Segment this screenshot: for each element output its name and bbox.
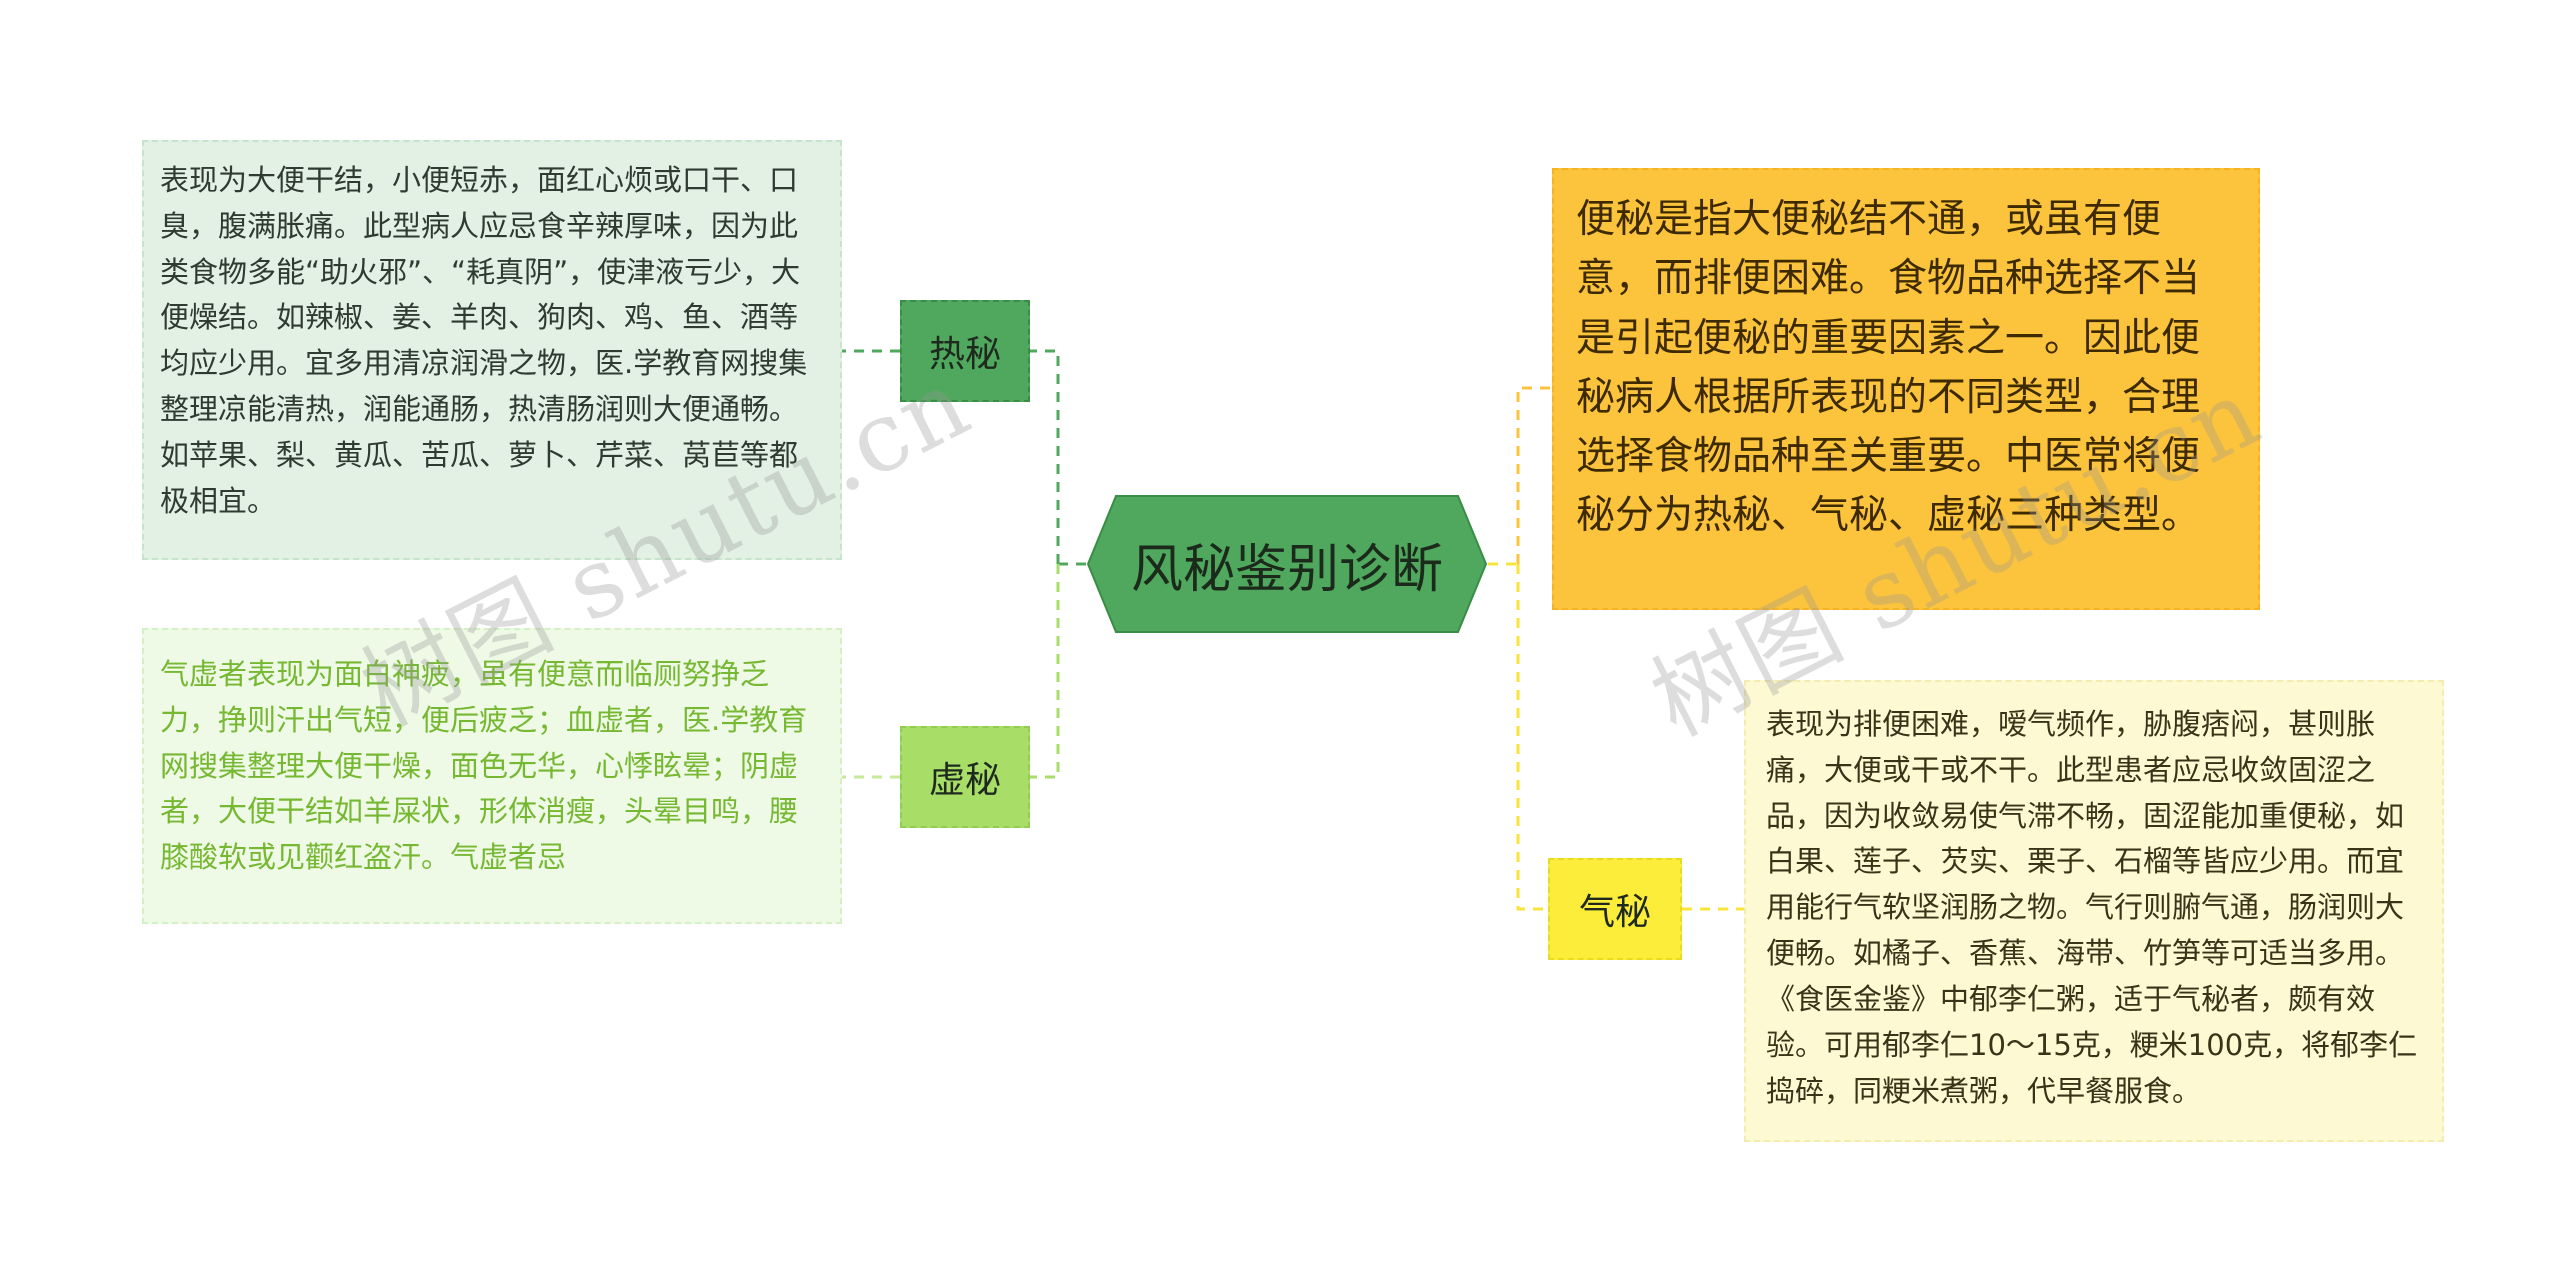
central-topic[interactable]: 风秘鉴别诊断 — [1086, 494, 1488, 634]
branch-qi-detail[interactable]: 表现为排便困难，嗳气频作，胁腹痞闷，甚则胀痛，大便或干或不干。此型患者应忌收敛固… — [1744, 680, 2444, 1142]
branch-reqi-label[interactable]: 热秘 — [900, 300, 1030, 402]
intro-node[interactable]: 便秘是指大便秘结不通，或虽有便意，而排便困难。食物品种选择不当是引起便秘的重要因… — [1552, 168, 2260, 610]
branch-qi-detail-text: 表现为排便困难，嗳气频作，胁腹痞闷，甚则胀痛，大便或干或不干。此型患者应忌收敛固… — [1766, 707, 2418, 1108]
branch-reqi-detail[interactable]: 表现为大便干结，小便短赤，面红心烦或口干、口臭，腹满胀痛。此型病人应忌食辛辣厚味… — [142, 140, 842, 560]
connector-reqi — [1030, 349, 1060, 564]
intro-text: 便秘是指大便秘结不通，或虽有便意，而排便困难。食物品种选择不当是引起便秘的重要因… — [1576, 197, 2201, 539]
connector-xu — [1030, 564, 1060, 779]
branch-reqi-label-text: 热秘 — [928, 334, 1001, 375]
branch-reqi-detail-text: 表现为大便干结，小便短赤，面红心烦或口干、口臭，腹满胀痛。此型病人应忌食辛辣厚味… — [160, 163, 808, 518]
central-topic-title: 风秘鉴别诊断 — [1130, 539, 1443, 600]
branch-xu-label-text: 虚秘 — [928, 760, 1001, 801]
branch-qi-label[interactable]: 气秘 — [1548, 858, 1682, 960]
branch-xu-detail-text: 气虚者表现为面白神疲，虽有便意而临厕努挣乏力，挣则汗出气短，便后疲乏；血虚者，医… — [160, 657, 808, 875]
connector-qi — [1516, 564, 1548, 911]
central-topic-shape — [1086, 495, 1488, 633]
connector-intro — [1516, 386, 1552, 564]
branch-xu-detail[interactable]: 气虚者表现为面白神疲，虽有便意而临厕努挣乏力，挣则汗出气短，便后疲乏；血虚者，医… — [142, 628, 842, 924]
branch-qi-label-text: 气秘 — [1578, 892, 1651, 933]
branch-xu-label[interactable]: 虚秘 — [900, 726, 1030, 828]
